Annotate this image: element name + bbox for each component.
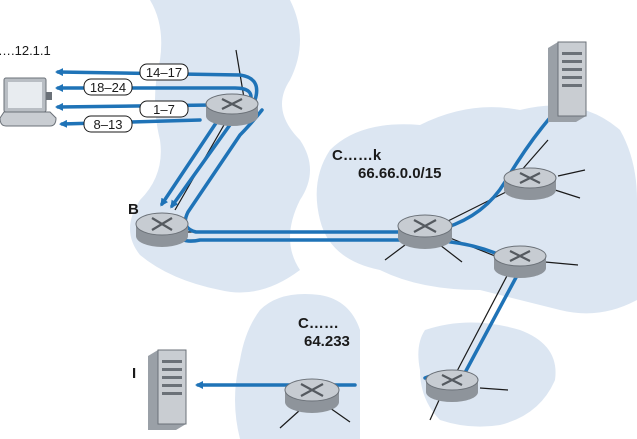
router-bottom-right (425, 369, 479, 402)
link-line (479, 387, 509, 391)
link-line (454, 269, 511, 376)
flow-label-14-17: 14–17 (146, 65, 182, 80)
link-line (557, 169, 586, 177)
laptop-icon (0, 77, 57, 127)
flow-label-18-24: 18–24 (90, 80, 126, 95)
network-mid-label: C……k (332, 147, 382, 164)
router-bottom (284, 378, 340, 413)
link-line (384, 244, 406, 261)
flow-14-17 (55, 68, 259, 102)
flow-label-box (139, 100, 189, 118)
network-bottom-label: C…… (298, 315, 339, 332)
flow-1-7 (55, 102, 214, 111)
flow-label-box (139, 63, 189, 81)
server-icon (548, 41, 587, 122)
link-line (279, 409, 301, 429)
link-line (544, 261, 579, 266)
network-bottom-prefix: 64.233 (304, 333, 350, 350)
flow-label-box (83, 115, 133, 133)
router-top (205, 93, 259, 126)
link-line (429, 397, 441, 421)
flow-down-1 (160, 118, 220, 207)
flow-diag-down (458, 268, 522, 384)
cloud-upper-left (130, 0, 310, 293)
server-icon (148, 349, 187, 430)
flow-label-8-13: 8–13 (94, 117, 123, 132)
link-line (554, 189, 581, 199)
bottom-host-label: I (132, 365, 136, 382)
flow-label-group: 14–17 18–24 1–7 8–13 (83, 63, 189, 133)
link-line (439, 189, 511, 226)
flow-label-box (83, 78, 133, 96)
link-line (519, 139, 549, 173)
link-line (329, 407, 351, 423)
flow-label-1-7: 1–7 (153, 102, 175, 117)
router-b-label: B (128, 201, 139, 218)
cloud-right (316, 105, 637, 314)
network-mid-prefix: 66.66.0.0/15 (358, 165, 441, 182)
router-b (135, 212, 189, 247)
link-line (439, 244, 463, 263)
router-right-mid (493, 245, 547, 278)
flow-down-2 (170, 120, 234, 209)
router-right-top (503, 167, 557, 200)
router-mid (397, 214, 453, 249)
top-left-host-address: ….12.1.1 (0, 43, 51, 58)
